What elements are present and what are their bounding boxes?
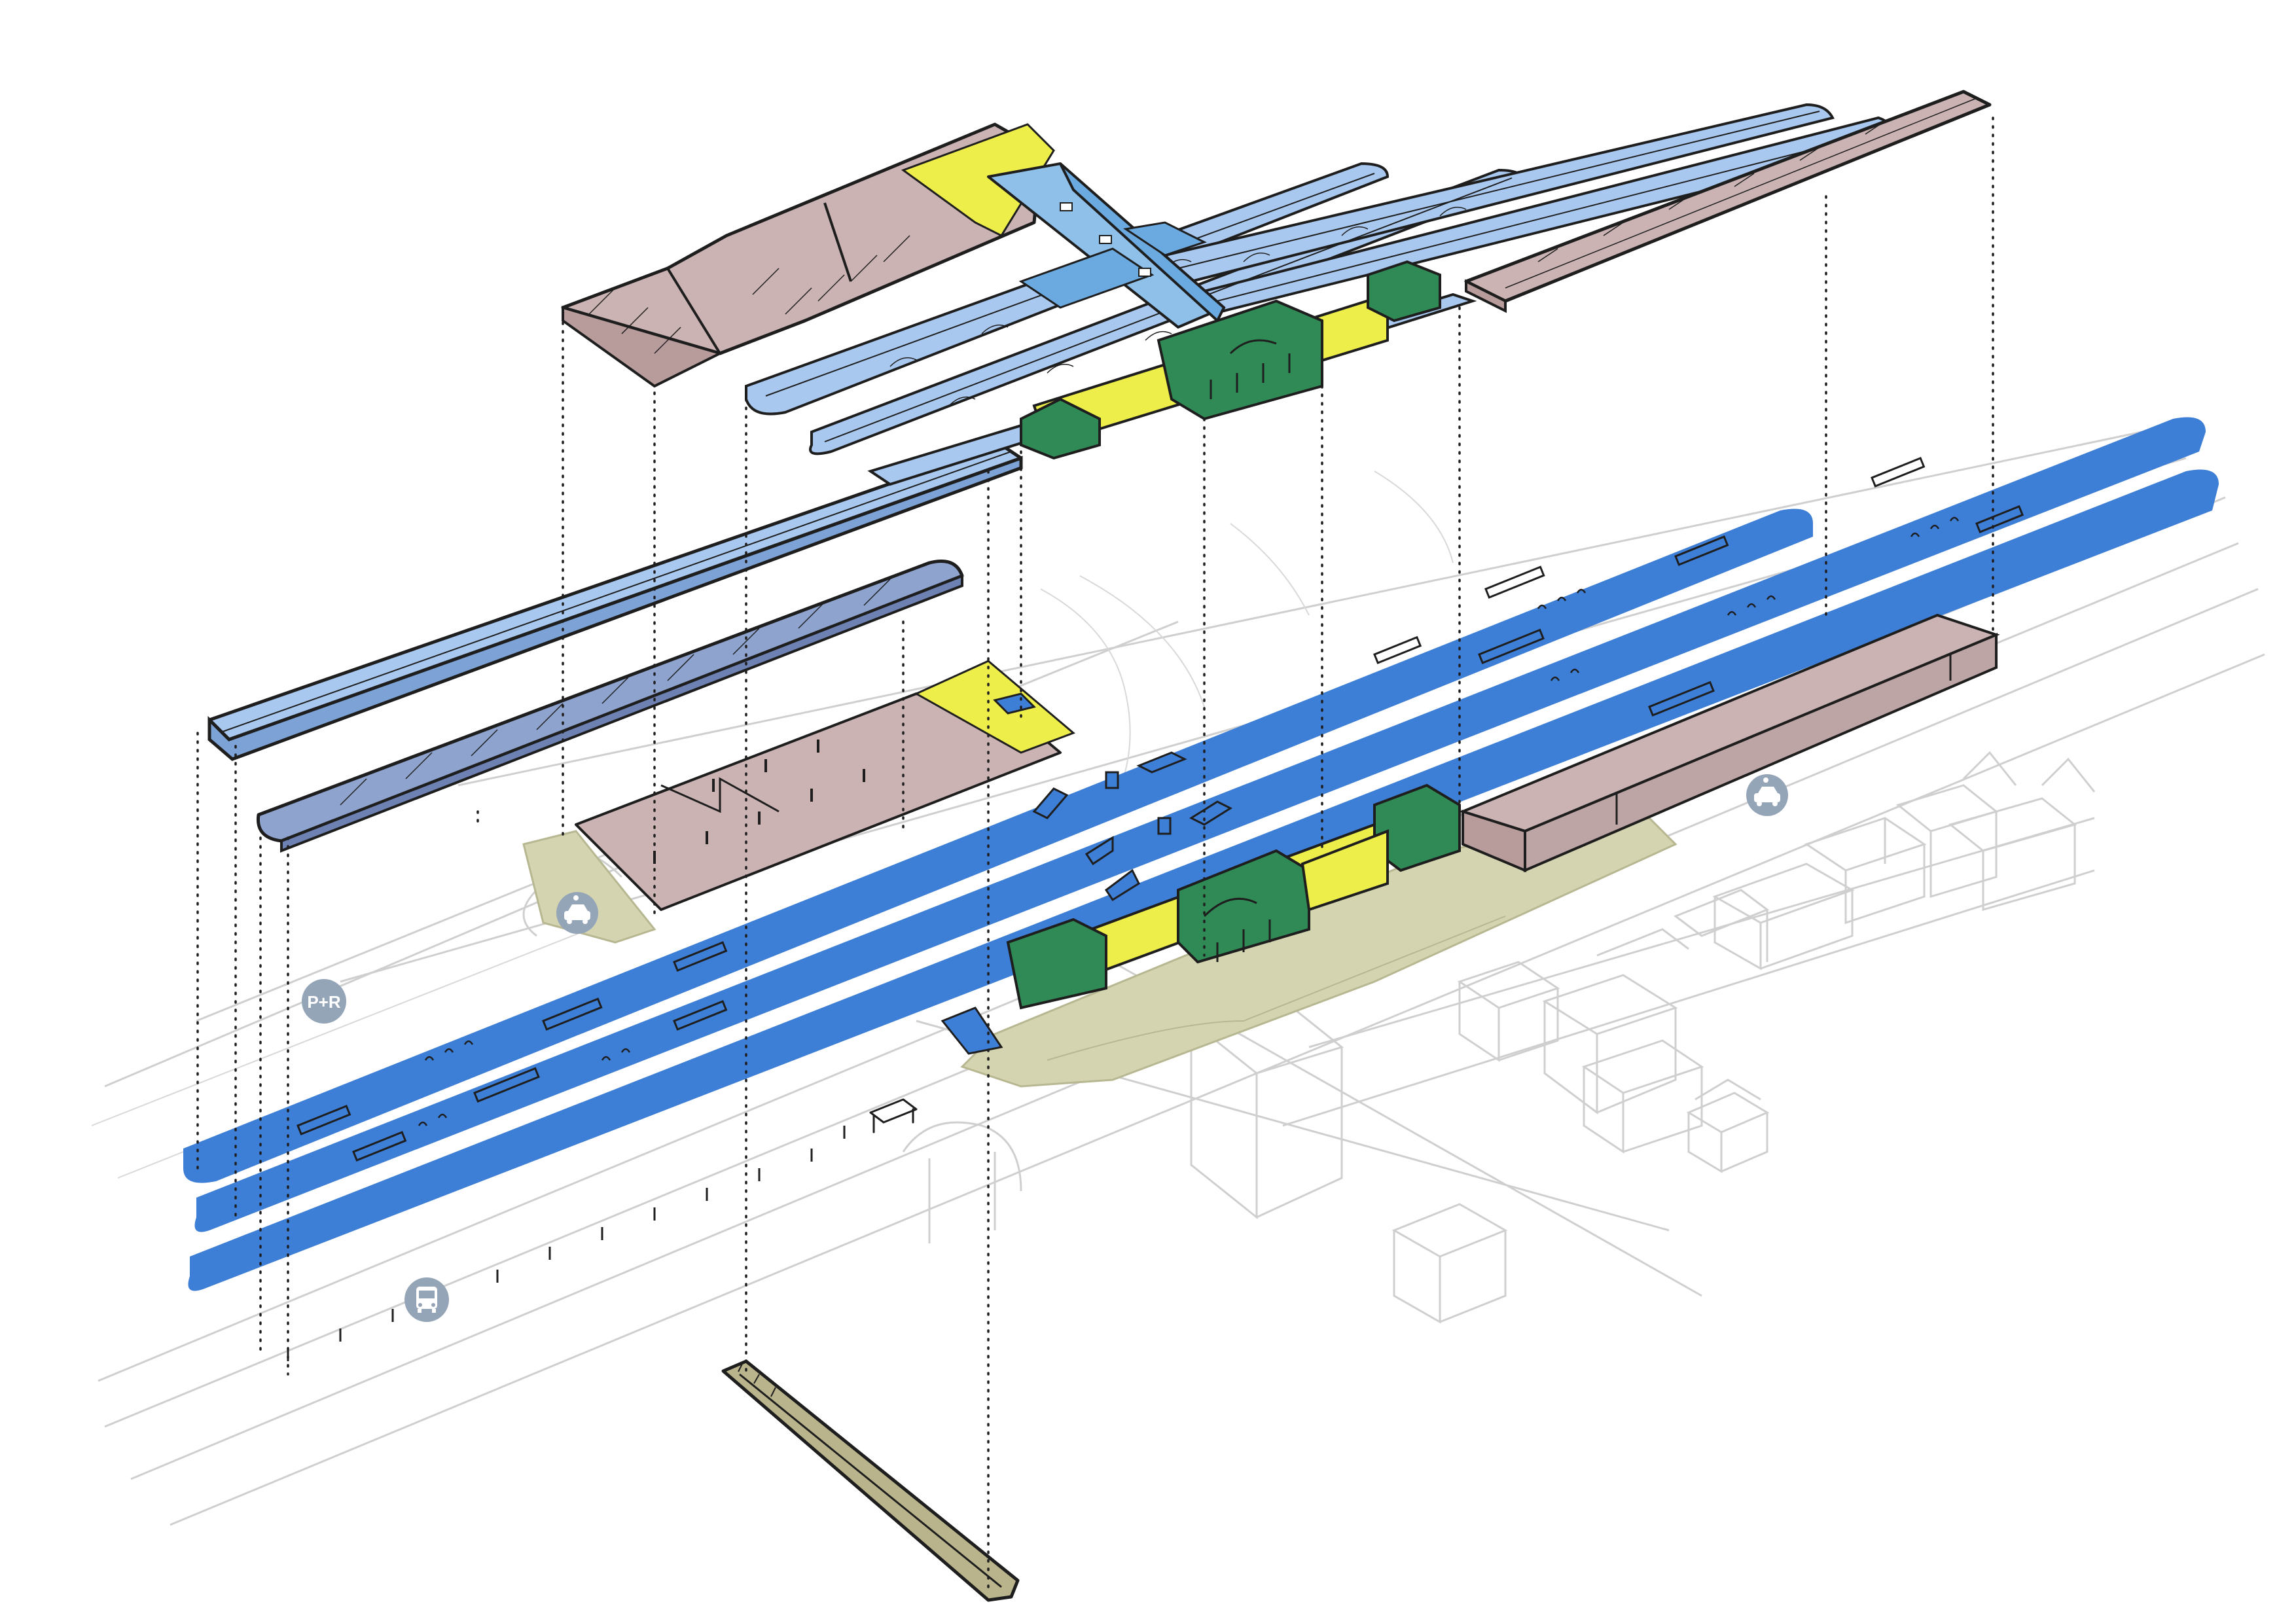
platform-canopies [207,443,1075,911]
station-building-upper [1020,260,1441,460]
bus-icon [416,1287,437,1313]
station-plaza [522,817,1677,1088]
pictogram-bus-stop [404,1277,449,1322]
canopy-long-north [207,443,1023,761]
station-buildings [941,613,2000,1055]
east-warehouse [1459,613,2000,873]
canopy-slab-mauve [575,660,1075,911]
pictogram-kiss-and-ride-west [556,892,598,934]
footbridge [987,162,1226,329]
underpass-ramp [721,1359,1020,1602]
platforms [183,417,2219,1291]
pictogram-park-and-ride: P+R [302,979,346,1024]
pictogram-kiss-and-ride-east [1746,774,1788,816]
car-drop-off-icon [564,895,590,924]
p-plus-r-icon: P+R [307,992,341,1012]
platform-north [183,508,1813,1183]
roof-east-mauve [1464,90,1992,313]
canopy-glass [256,560,964,853]
platform-middle [194,417,2206,1232]
car-drop-off-icon [1754,777,1780,806]
leader-lines [196,116,1994,1592]
main-station-building [941,783,1461,1055]
upper-roofs-and-bridge [561,90,1992,486]
roof-west-mauve [561,122,1055,388]
